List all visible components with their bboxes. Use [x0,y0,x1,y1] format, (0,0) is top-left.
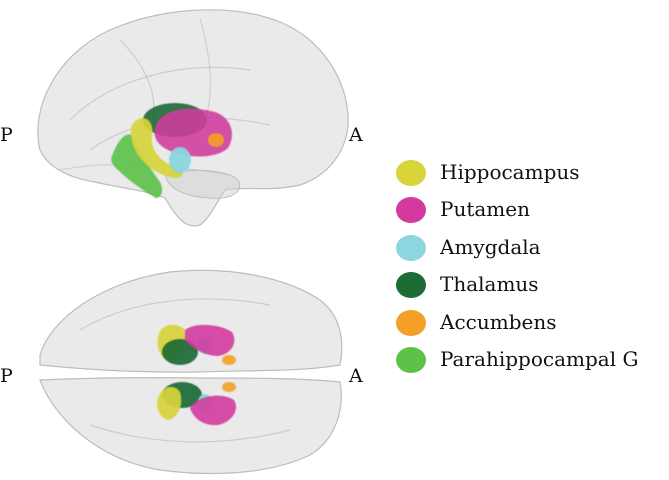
legend-label: Putamen [440,197,530,222]
legend-swatch [396,346,426,373]
legend-label: Thalamus [440,272,539,297]
lateral-temporal-lobe [164,169,241,199]
axial-hippocampus-lower [157,386,182,420]
axial-accumbens-upper [222,355,236,365]
label-anterior-bottom: A [349,365,363,387]
axial-thalamus-upper [162,339,198,365]
axial-putamen-upper [185,324,235,356]
legend-swatch [396,272,426,299]
legend-label: Parahippocampal G [440,346,639,371]
axial-putamen-lower [190,395,237,426]
legend-swatch [396,234,426,261]
lateral-amygdala [169,147,191,173]
axial-hemisphere-upper [39,269,343,373]
legend-swatch [396,197,426,224]
label-posterior-top: P [0,124,13,146]
axial-accumbens-lower [222,382,236,392]
legend-swatch [396,309,426,336]
label-posterior-bottom: P [0,365,13,387]
legend-label: Amygdala [440,234,541,259]
axial-hemisphere-lower [39,377,342,475]
axial-view [39,269,343,475]
lateral-accumbens [208,133,224,147]
lateral-hippocampus [130,117,183,178]
label-anterior-top: A [349,124,363,146]
lateral-view [37,9,349,227]
legend-swatch [396,160,426,186]
legend-label: Accumbens [440,309,557,334]
lateral-parahippocampal [111,134,163,198]
legend-label: Hippocampus [440,160,580,184]
